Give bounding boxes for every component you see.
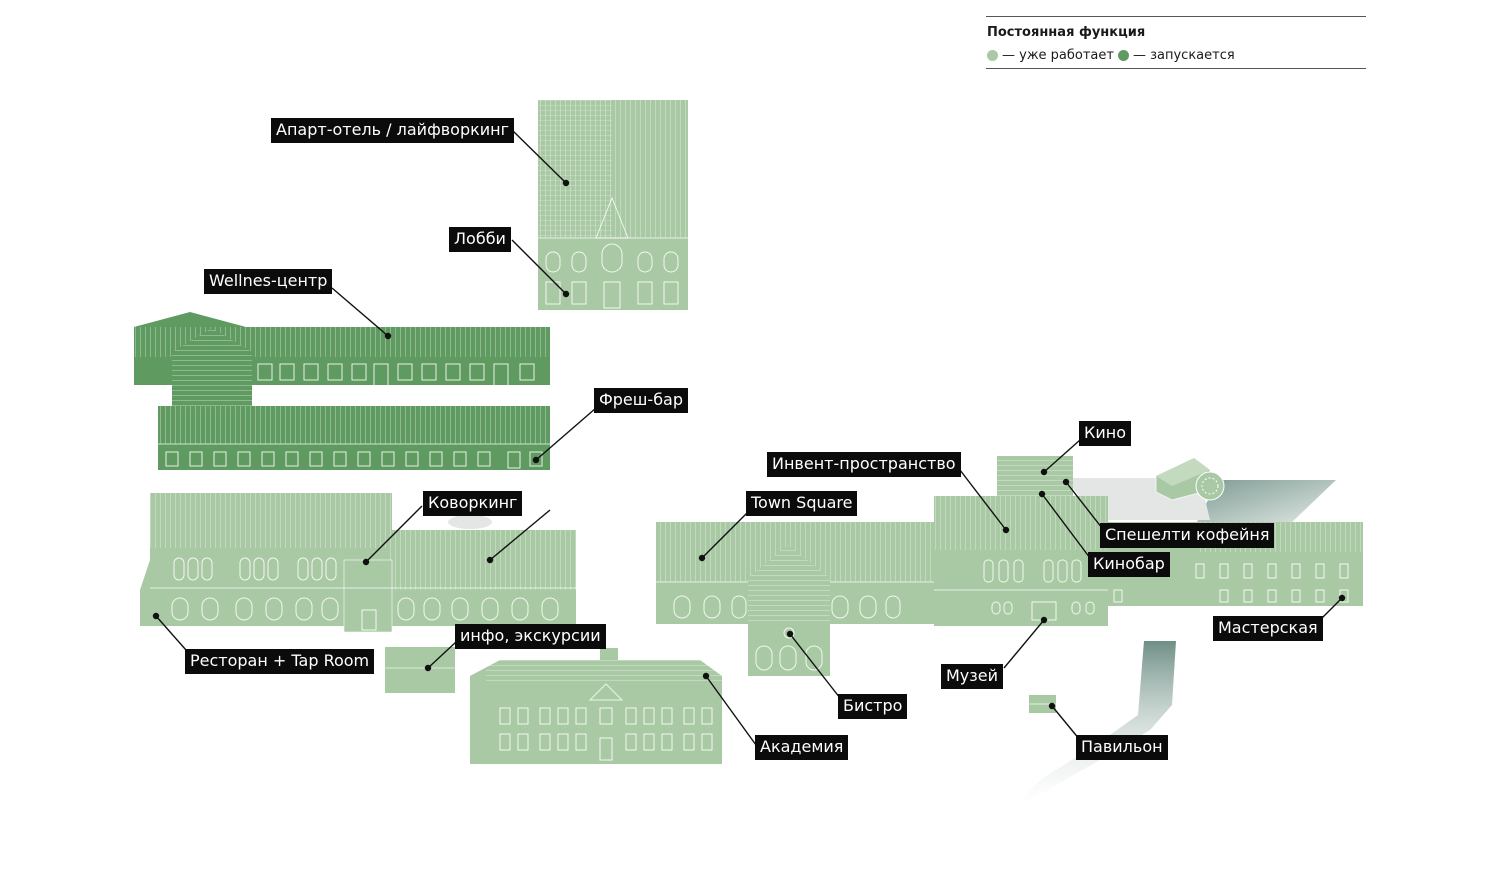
building-academy: [470, 648, 722, 764]
label-town-square[interactable]: Town Square: [746, 491, 858, 516]
legend: Постоянная функция — уже работает — запу…: [986, 16, 1366, 69]
building-apart-hotel: [538, 82, 688, 310]
building-wellness: [134, 312, 550, 406]
label-cinema[interactable]: Кино: [1079, 421, 1132, 446]
label-academy[interactable]: Академия: [755, 735, 849, 760]
label-fresh-bar[interactable]: Фреш-бар: [594, 388, 689, 413]
building-town-square: [656, 522, 934, 676]
label-coffee[interactable]: Спешелти кофейня: [1100, 523, 1275, 548]
legend-item-launching: — запускается: [1132, 48, 1235, 63]
label-restaurant[interactable]: Ресторан + Tap Room: [185, 649, 375, 674]
label-museum[interactable]: Музей: [941, 664, 1004, 689]
legend-item-working: — уже работает: [1002, 48, 1114, 63]
label-info[interactable]: инфо, экскурсии: [455, 624, 606, 649]
label-wellness[interactable]: Wellnes-центр: [204, 269, 333, 294]
label-bistro[interactable]: Бистро: [838, 694, 908, 719]
building-event-space: [934, 456, 1108, 626]
building-fresh-bar: [158, 406, 550, 470]
legend-items: — уже работает — запускается: [987, 48, 1235, 63]
leader-lines: [152, 129, 1346, 746]
building-restaurant-coworking: [140, 493, 576, 633]
building-info: [385, 647, 455, 693]
launching-dot-icon: [1117, 50, 1129, 61]
wheel-icon: [1195, 471, 1225, 501]
label-coworking[interactable]: Коворкинг: [423, 491, 523, 516]
label-apart-hotel[interactable]: Апарт-отель / лайфворкинг: [271, 118, 515, 143]
label-kinobar[interactable]: Кинобар: [1088, 552, 1170, 577]
label-workshop[interactable]: Мастерская: [1213, 616, 1323, 641]
label-lobby[interactable]: Лобби: [449, 227, 511, 252]
label-pavilion[interactable]: Павильон: [1076, 735, 1168, 760]
label-event-space[interactable]: Инвент-пространство: [767, 452, 961, 477]
working-dot-icon: [987, 50, 998, 61]
legend-title: Постоянная функция: [987, 25, 1146, 40]
